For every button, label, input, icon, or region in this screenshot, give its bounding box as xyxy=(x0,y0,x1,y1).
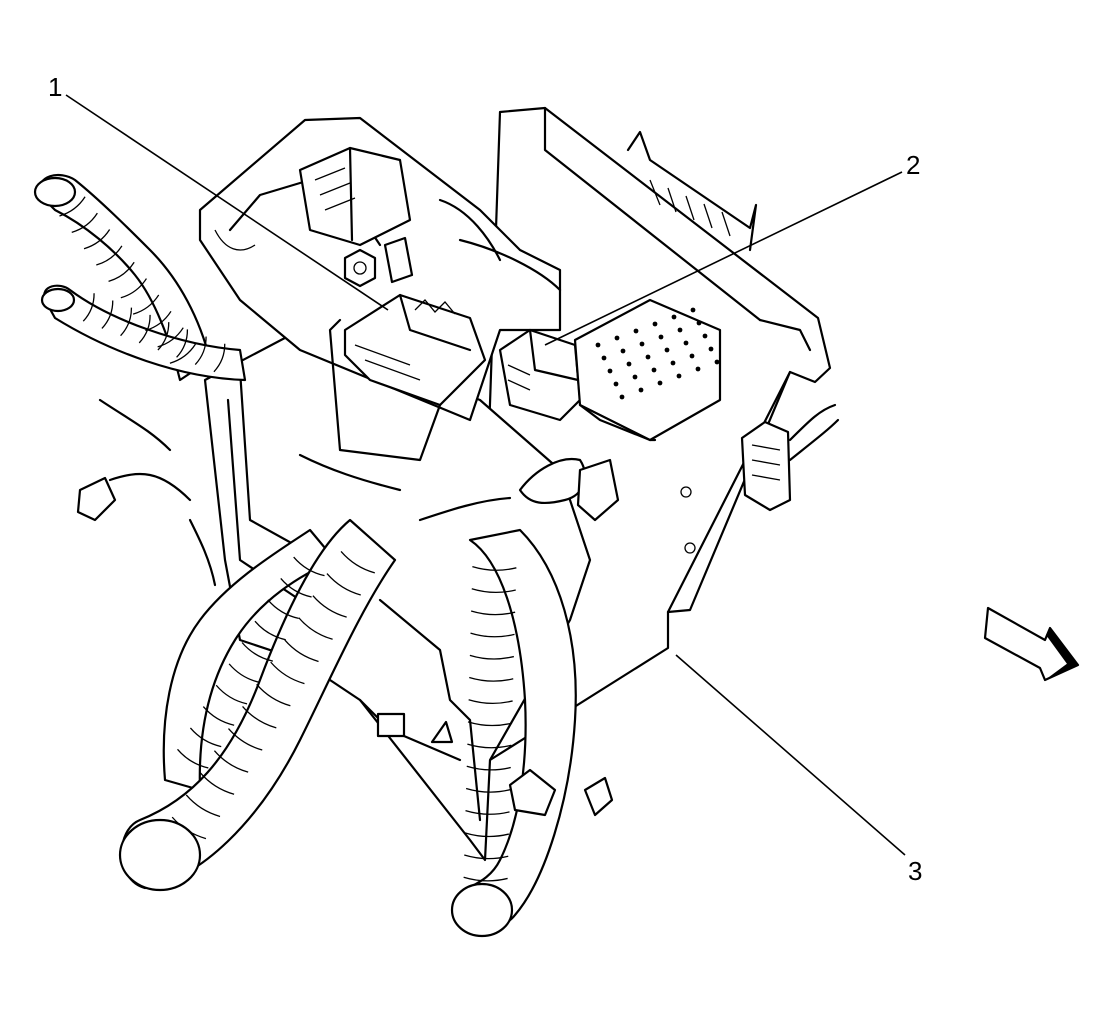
loose-wires xyxy=(76,198,620,817)
callout-1: 1 xyxy=(48,72,63,102)
wiring-harness-tubes xyxy=(33,173,577,938)
callout-2: 2 xyxy=(906,150,921,180)
callout-3-leader xyxy=(675,654,906,856)
side-connector xyxy=(740,403,840,512)
callout-2-leader xyxy=(544,171,903,346)
front-direction-arrow-icon xyxy=(983,606,1080,682)
terminal-block xyxy=(573,298,722,442)
connector-2 xyxy=(498,328,582,422)
connector-1 xyxy=(328,293,487,462)
callout-3: 3 xyxy=(908,856,923,886)
callout-1-leader xyxy=(65,94,389,311)
